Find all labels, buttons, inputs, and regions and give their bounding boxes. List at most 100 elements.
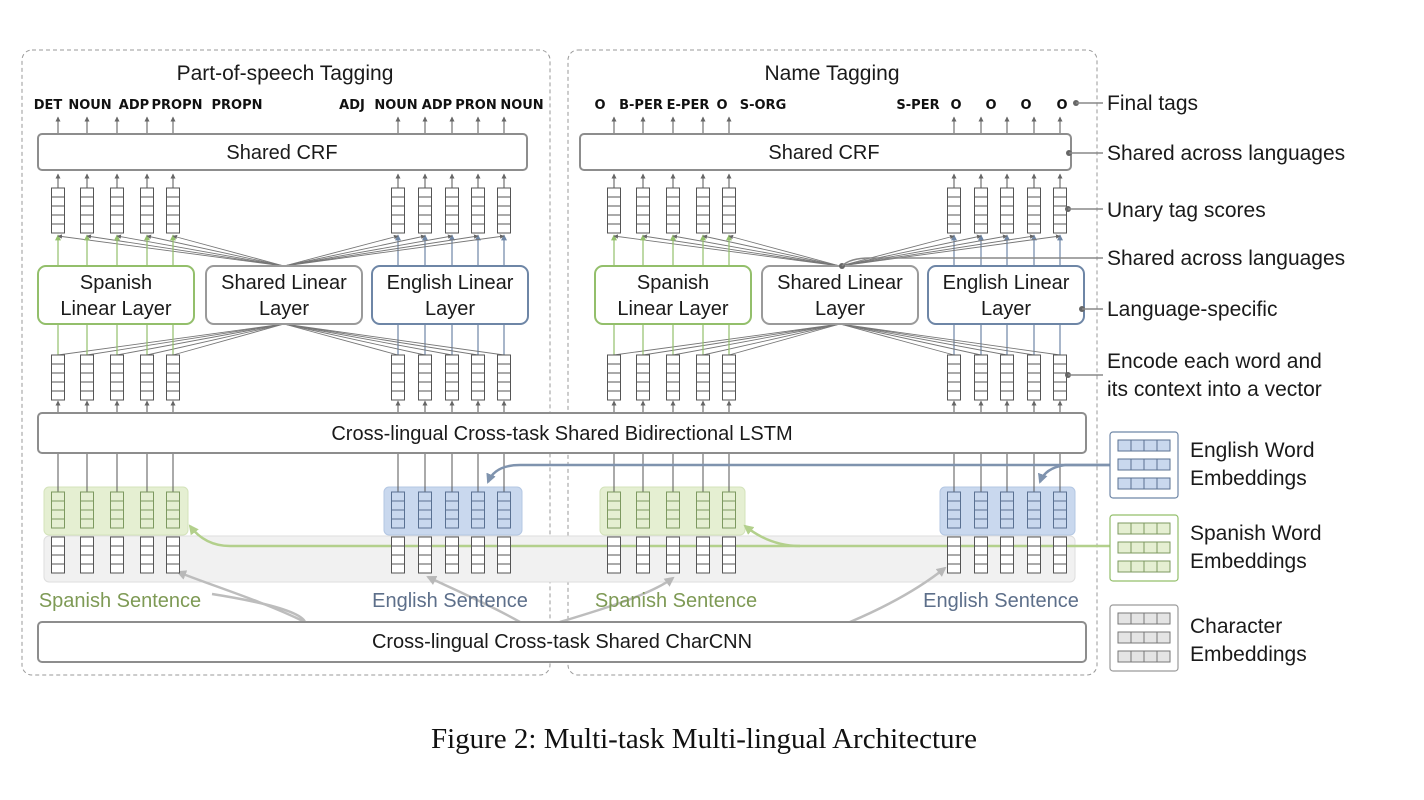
annotation-encode-2: its context into a vector [1107,378,1322,401]
spanish-word-embedding-vector [51,491,65,529]
unary-score-vector [391,187,405,234]
shared-linear-to-score [283,234,505,267]
tag-label: ADP [119,98,149,113]
shared-linear-label-pos-1: Shared Linear [221,272,347,294]
charcnn-label: Cross-lingual Cross-task Shared CharCNN [372,631,752,653]
vector-to-shared-linear [839,323,1061,356]
unary-score-vector [471,187,485,234]
connection-layer [55,116,1110,624]
vector-frame [974,354,988,401]
lstm-output-vector [418,354,432,401]
charcnn-feed-2 [211,592,307,623]
char-embedding-vector [1027,536,1041,574]
unary-score-vector [166,187,180,234]
vector-frame [696,354,710,401]
unary-score-vector [1000,187,1014,234]
char-embedding-vector [696,536,710,574]
shared-linear-to-score [283,234,426,267]
vector-to-shared-linear [613,323,841,356]
char-embedding-vector [947,536,961,574]
spanish-word-embedding-vector [607,491,621,529]
vector-frame [607,187,621,234]
vector-frame [418,354,432,401]
shared-linear-to-score [839,234,955,267]
shared-linear-to-score [146,234,285,267]
vector-frame [1000,187,1014,234]
unary-score-vector [722,187,736,234]
figure-caption: Figure 2: Multi-task Multi-lingual Archi… [431,723,977,755]
vector-to-shared-linear [283,323,479,356]
vector-frame [666,187,680,234]
vector-to-shared-linear [283,323,505,356]
lstm-output-vector [445,354,459,401]
charcnn-feed-3 [426,575,521,624]
lstm-output-vector [696,354,710,401]
tag-label: O [1020,98,1031,113]
spanish-word-embedding-vector [666,491,680,529]
spanish-linear-label-pos-2: Linear Layer [60,298,172,320]
unary-score-vector [1027,187,1041,234]
lstm-output-vector [1027,354,1041,401]
english-embedding-feed-name [1037,463,1110,484]
unary-score-vector [666,187,680,234]
spanish-word-embedding-vector [140,491,154,529]
shared-linear-label-name-2: Layer [815,298,865,320]
lstm-output-vector [1053,354,1067,401]
vector-to-shared-linear [839,323,982,356]
tag-label: ADP [422,98,452,113]
lstm-output-vector [1000,354,1014,401]
tag-label: O [950,98,961,113]
char-embedding-vector [418,536,432,574]
vector-frame [110,354,124,401]
spanish-linear-layer-box [37,265,195,325]
shared-linear-to-score [839,234,982,267]
char-embedding-vector [1000,536,1014,574]
vector-frame [391,187,405,234]
char-embedding-vector [497,536,511,574]
foreground-layer [37,100,1179,672]
lstm-output-vector [140,354,154,401]
annotation-shared-linear: Shared across languages [1107,247,1345,270]
unary-score-vector [51,187,65,234]
vector-frame [445,354,459,401]
vector-frame [722,187,736,234]
panel-frame-pos [21,49,551,676]
crf-label-name: Shared CRF [768,142,879,164]
shared-linear-to-score [116,234,285,267]
spanish-word-embedding-vector [722,491,736,529]
shared-linear-to-score [642,234,841,267]
lstm-output-vector [636,354,650,401]
char-embedding-region [43,535,1076,583]
lstm-output-vector [607,354,621,401]
unary-score-vector [696,187,710,234]
tag-label: NOUN [68,98,111,113]
lstm-output-vector [974,354,988,401]
embedding-character-1: Character [1190,615,1282,638]
vector-frame [666,354,680,401]
english-word-embedding-vector [1000,491,1014,529]
vector-to-shared-linear [116,323,285,356]
spanish-word-embedding-vector [166,491,180,529]
lstm-output-vector [110,354,124,401]
tag-label: O [594,98,605,113]
english-word-embedding-vector [947,491,961,529]
shared-linear-to-score [728,234,841,267]
english-sentence-label-pos: English Sentence [372,590,528,612]
vector-frame [51,187,65,234]
panel-frame-name [567,49,1098,676]
tag-label: NOUN [500,98,543,113]
lstm-output-vector [166,354,180,401]
unary-score-vector [636,187,650,234]
lstm-label: Cross-lingual Cross-task Shared Bidirect… [331,423,792,445]
char-embedding-vector [607,536,621,574]
tag-label: S-ORG [740,98,787,113]
vector-to-shared-linear [172,323,285,356]
english-linear-label-pos-1: English Linear [387,272,514,294]
char-embedding-vector [391,536,405,574]
tag-label: PRON [455,98,496,113]
vector-to-shared-linear [839,323,1008,356]
vector-frame [636,187,650,234]
shared-linear-to-score [839,234,1035,267]
vector-to-shared-linear [146,323,285,356]
